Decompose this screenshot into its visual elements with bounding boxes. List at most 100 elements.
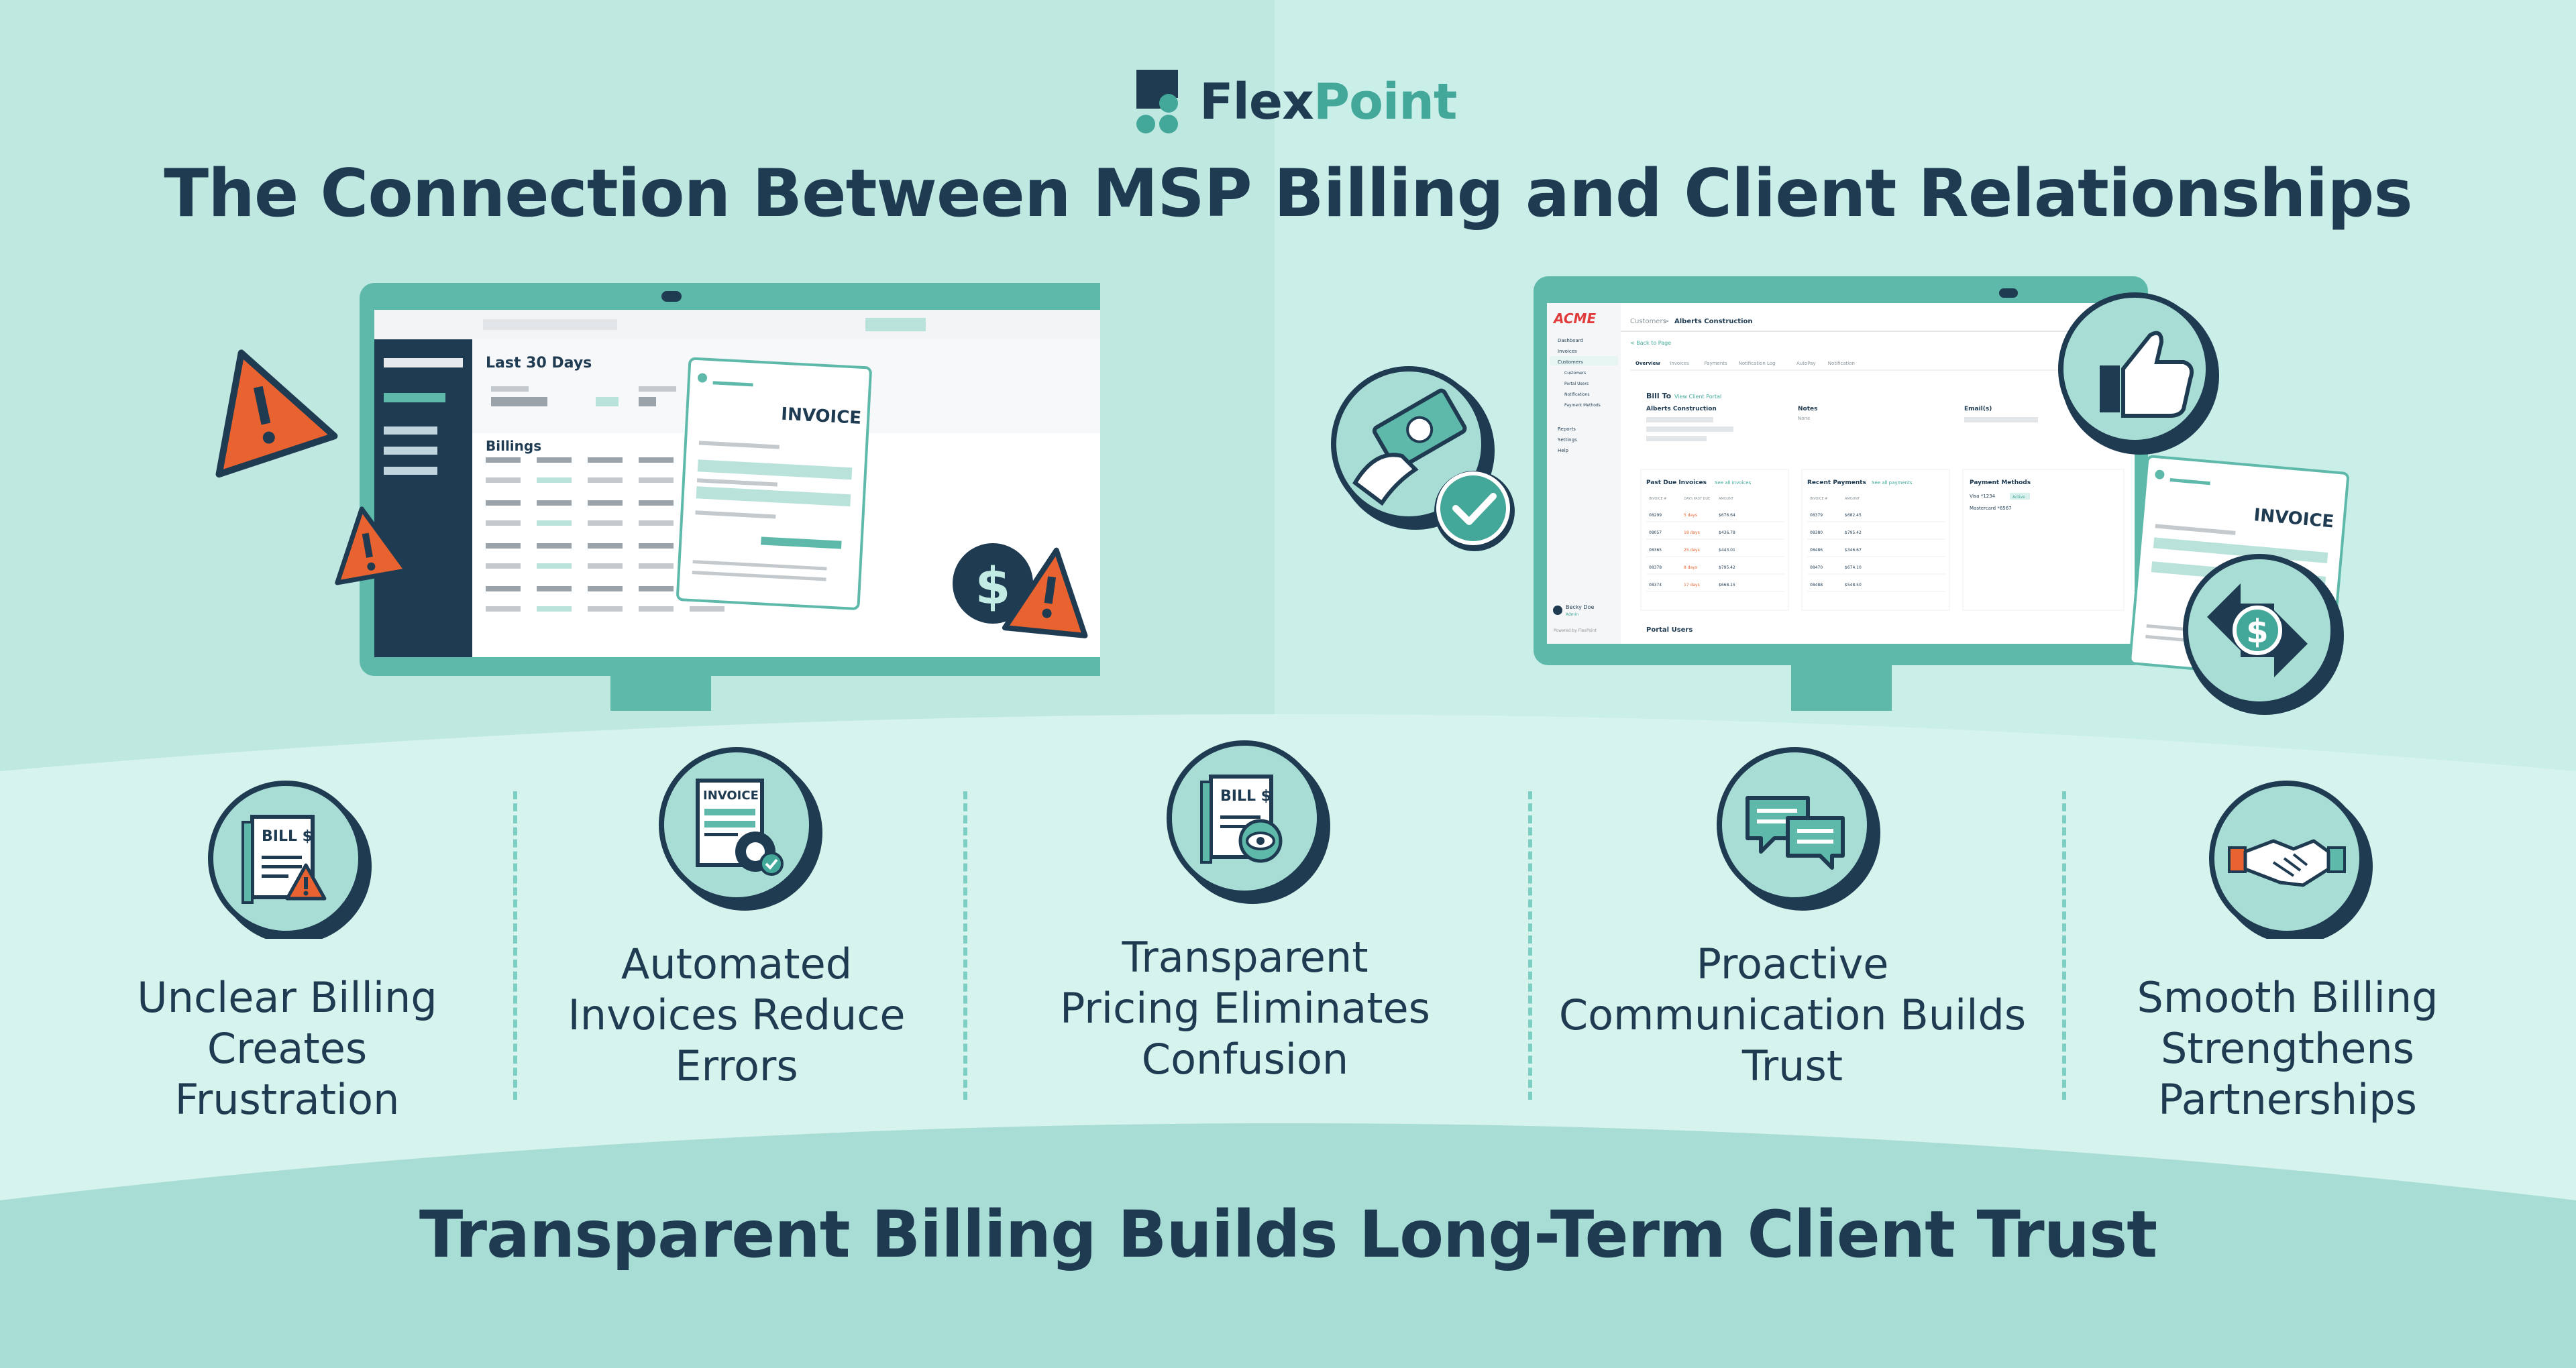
- sidebar-item[interactable]: Help: [1558, 448, 1569, 453]
- tab[interactable]: AutoPay: [1796, 361, 1816, 366]
- billing-cell: [639, 606, 674, 612]
- divider: [963, 791, 967, 1100]
- feature-4-line-2: Communication Builds: [1558, 990, 2027, 1039]
- billing-cell: [639, 457, 674, 463]
- feature-2-line-1: Automated: [621, 939, 853, 988]
- past-due-days: 8 days: [1684, 565, 1697, 570]
- breadcrumb-current: Alberts Construction: [1674, 318, 1753, 325]
- billing-cell: [486, 477, 521, 483]
- feature-label-4: Proactive Communication Builds Trust: [1558, 939, 2027, 1092]
- bill-to-link: View Client Portal: [1674, 394, 1721, 400]
- divider: [2062, 791, 2066, 1100]
- payment-method-1: Visa *1234: [1970, 494, 1996, 499]
- divider: [513, 791, 517, 1100]
- recent-amount: $682.45: [1845, 513, 1862, 518]
- sidebar-active-bg: [1550, 356, 1618, 365]
- sidebar-item[interactable]: Dashboard: [1558, 338, 1583, 343]
- billing-cell: [486, 586, 521, 591]
- billing-cell: [639, 543, 674, 549]
- billing-cell: [690, 606, 724, 612]
- tab[interactable]: Invoices: [1670, 361, 1689, 366]
- sidebar-item[interactable]: Settings: [1558, 437, 1577, 443]
- billing-cell: [486, 563, 521, 569]
- right-tabs: Overview Invoices Payments Notification Log…: [1635, 361, 1855, 366]
- billing-cell: [537, 606, 572, 612]
- feature-label-3: Transparent Pricing Eliminates Confusion: [1010, 932, 1480, 1085]
- breadcrumb-root: Customers: [1630, 318, 1666, 325]
- recent-invoice: 08470: [1810, 565, 1823, 570]
- billing-cell: [588, 586, 623, 591]
- billing-cell: [486, 457, 521, 463]
- left-monitor-illustration: Last 30 Days Billings INVOICE $: [215, 283, 1100, 711]
- feature-1-line-1: Unclear Billing: [137, 973, 437, 1022]
- billing-cell: [639, 500, 674, 506]
- feature-5-line-1: Smooth Billing: [2137, 973, 2438, 1022]
- tab[interactable]: Notification: [1828, 361, 1855, 366]
- flexpoint-logo-icon: [1136, 70, 1178, 133]
- feature-5-line-3: Partnerships: [2158, 1075, 2417, 1124]
- billing-cell: [588, 543, 623, 549]
- user-role: Admin: [1566, 612, 1578, 617]
- past-due-invoice: 08365: [1649, 548, 1662, 553]
- sidebar-item[interactable]: Reports: [1558, 426, 1576, 432]
- billing-cell: [588, 477, 623, 483]
- feature-2-line-2: Invoices Reduce: [568, 990, 906, 1039]
- billing-cell: [537, 457, 572, 463]
- past-due-days: 18 days: [1684, 530, 1700, 535]
- past-due-header: INVOICE #: [1649, 497, 1666, 501]
- page-title: The Connection Between MSP Billing and C…: [164, 156, 2413, 232]
- warning-icon: [335, 506, 409, 585]
- billing-cell: [537, 563, 572, 569]
- feature-4-line-3: Trust: [1741, 1041, 1843, 1090]
- acme-logo: ACME: [1552, 310, 1596, 327]
- right-monitor-illustration: ACME DashboardInvoicesCustomersCustomers…: [1331, 276, 2349, 715]
- left-monitor-section: Billings: [486, 438, 541, 454]
- sidebar-item[interactable]: Invoices: [1558, 349, 1577, 354]
- feature-2-line-3: Errors: [675, 1041, 798, 1090]
- past-due-amount: $436.78: [1719, 530, 1735, 535]
- past-due-header: DAYS PAST DUE: [1684, 497, 1710, 501]
- tab[interactable]: Overview: [1635, 361, 1660, 366]
- sidebar-item[interactable]: Payment Methods: [1564, 403, 1601, 408]
- recent-payments-table: INVOICE #AMOUNT08379$682.4508380$795.420…: [1807, 497, 1945, 592]
- left-invoice-label: INVOICE: [781, 404, 862, 429]
- feature-2-icon-text: INVOICE: [703, 789, 759, 803]
- sidebar-item[interactable]: Portal Users: [1564, 382, 1589, 386]
- brand-name-part1: Flex: [1199, 73, 1314, 131]
- feature-5-line-2: Strengthens: [2161, 1024, 2414, 1073]
- sidebar-item[interactable]: Customers: [1564, 371, 1586, 376]
- powered-by: Powered by FlexPoint: [1554, 628, 1597, 633]
- feature-icons: BILL $ INVOICE BILL $: [208, 740, 2373, 939]
- recent-amount: $548.50: [1845, 583, 1862, 587]
- billing-cell: [486, 500, 521, 506]
- billing-cell: [486, 543, 521, 549]
- default-badge: Active: [2012, 495, 2025, 500]
- bill-eye-icon: BILL $: [1167, 740, 1330, 904]
- recent-header: AMOUNT: [1845, 497, 1860, 501]
- past-due-days: 25 days: [1684, 548, 1700, 553]
- feature-1-line-2: Creates: [207, 1024, 368, 1073]
- tab[interactable]: Payments: [1704, 361, 1727, 366]
- billing-cell: [537, 477, 572, 483]
- notes-label: Notes: [1798, 406, 1817, 412]
- tab[interactable]: Notification Log: [1739, 361, 1776, 366]
- feature-1-icon-text: BILL $: [262, 828, 313, 845]
- footer-title: Transparent Billing Builds Long-Term Cli…: [419, 1197, 2157, 1272]
- handshake-icon: [2209, 781, 2373, 939]
- past-due-amount: $676.64: [1719, 513, 1735, 518]
- user-name: Becky Doe: [1566, 604, 1594, 610]
- chat-bubbles-icon: [1717, 747, 1880, 911]
- sidebar-item[interactable]: Notifications: [1564, 392, 1590, 397]
- past-due-invoice: 08299: [1649, 513, 1662, 518]
- warning-icon: [215, 349, 338, 478]
- past-due-invoice: 08378: [1649, 565, 1662, 570]
- sidebar-item[interactable]: Customers: [1558, 359, 1583, 365]
- thumbs-up-icon: [2058, 292, 2219, 455]
- left-monitor-header: Last 30 Days: [486, 355, 592, 372]
- billing-cell: [537, 500, 572, 506]
- past-due-header: AMOUNT: [1719, 497, 1734, 501]
- feature-3-line-2: Pricing Eliminates: [1060, 984, 1430, 1033]
- past-due-invoice: 08374: [1649, 583, 1662, 587]
- divider: [1528, 791, 1532, 1100]
- past-due-amount: $795.42: [1719, 565, 1735, 570]
